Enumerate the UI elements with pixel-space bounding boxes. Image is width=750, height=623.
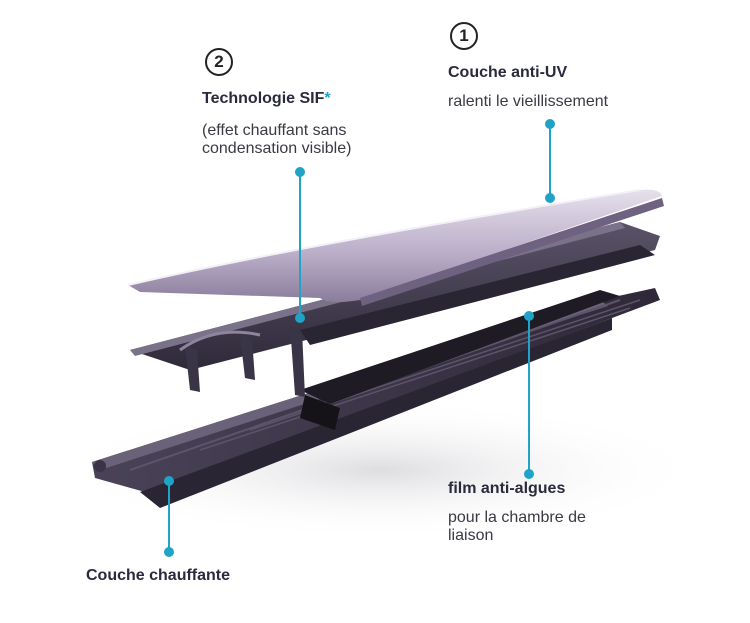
algae-desc-line2: liaison [448, 527, 494, 544]
sif-desc-line1: (effet chauffant sans [202, 122, 347, 139]
algae-title: film anti-algues [448, 480, 566, 497]
badge-number-1: 1 [450, 22, 478, 50]
anti-algae-film-chamber [300, 290, 620, 430]
algae-desc-line1: pour la chambre de [448, 509, 586, 526]
uv-title: Couche anti-UV [448, 64, 568, 81]
badge-number-2: 2 [205, 48, 233, 76]
uv-desc: ralenti le vieillissement [448, 93, 609, 110]
heat-title: Couche chauffante [86, 567, 231, 584]
sif-desc-line2: condensation visible) [202, 140, 352, 157]
uv-cap-layer [127, 189, 664, 306]
leader-lines [164, 119, 555, 557]
sif-title-text: Technologie SIF [202, 90, 325, 107]
sif-asterisk: * [324, 90, 331, 107]
sif-title: Technologie SIF* [202, 90, 331, 108]
